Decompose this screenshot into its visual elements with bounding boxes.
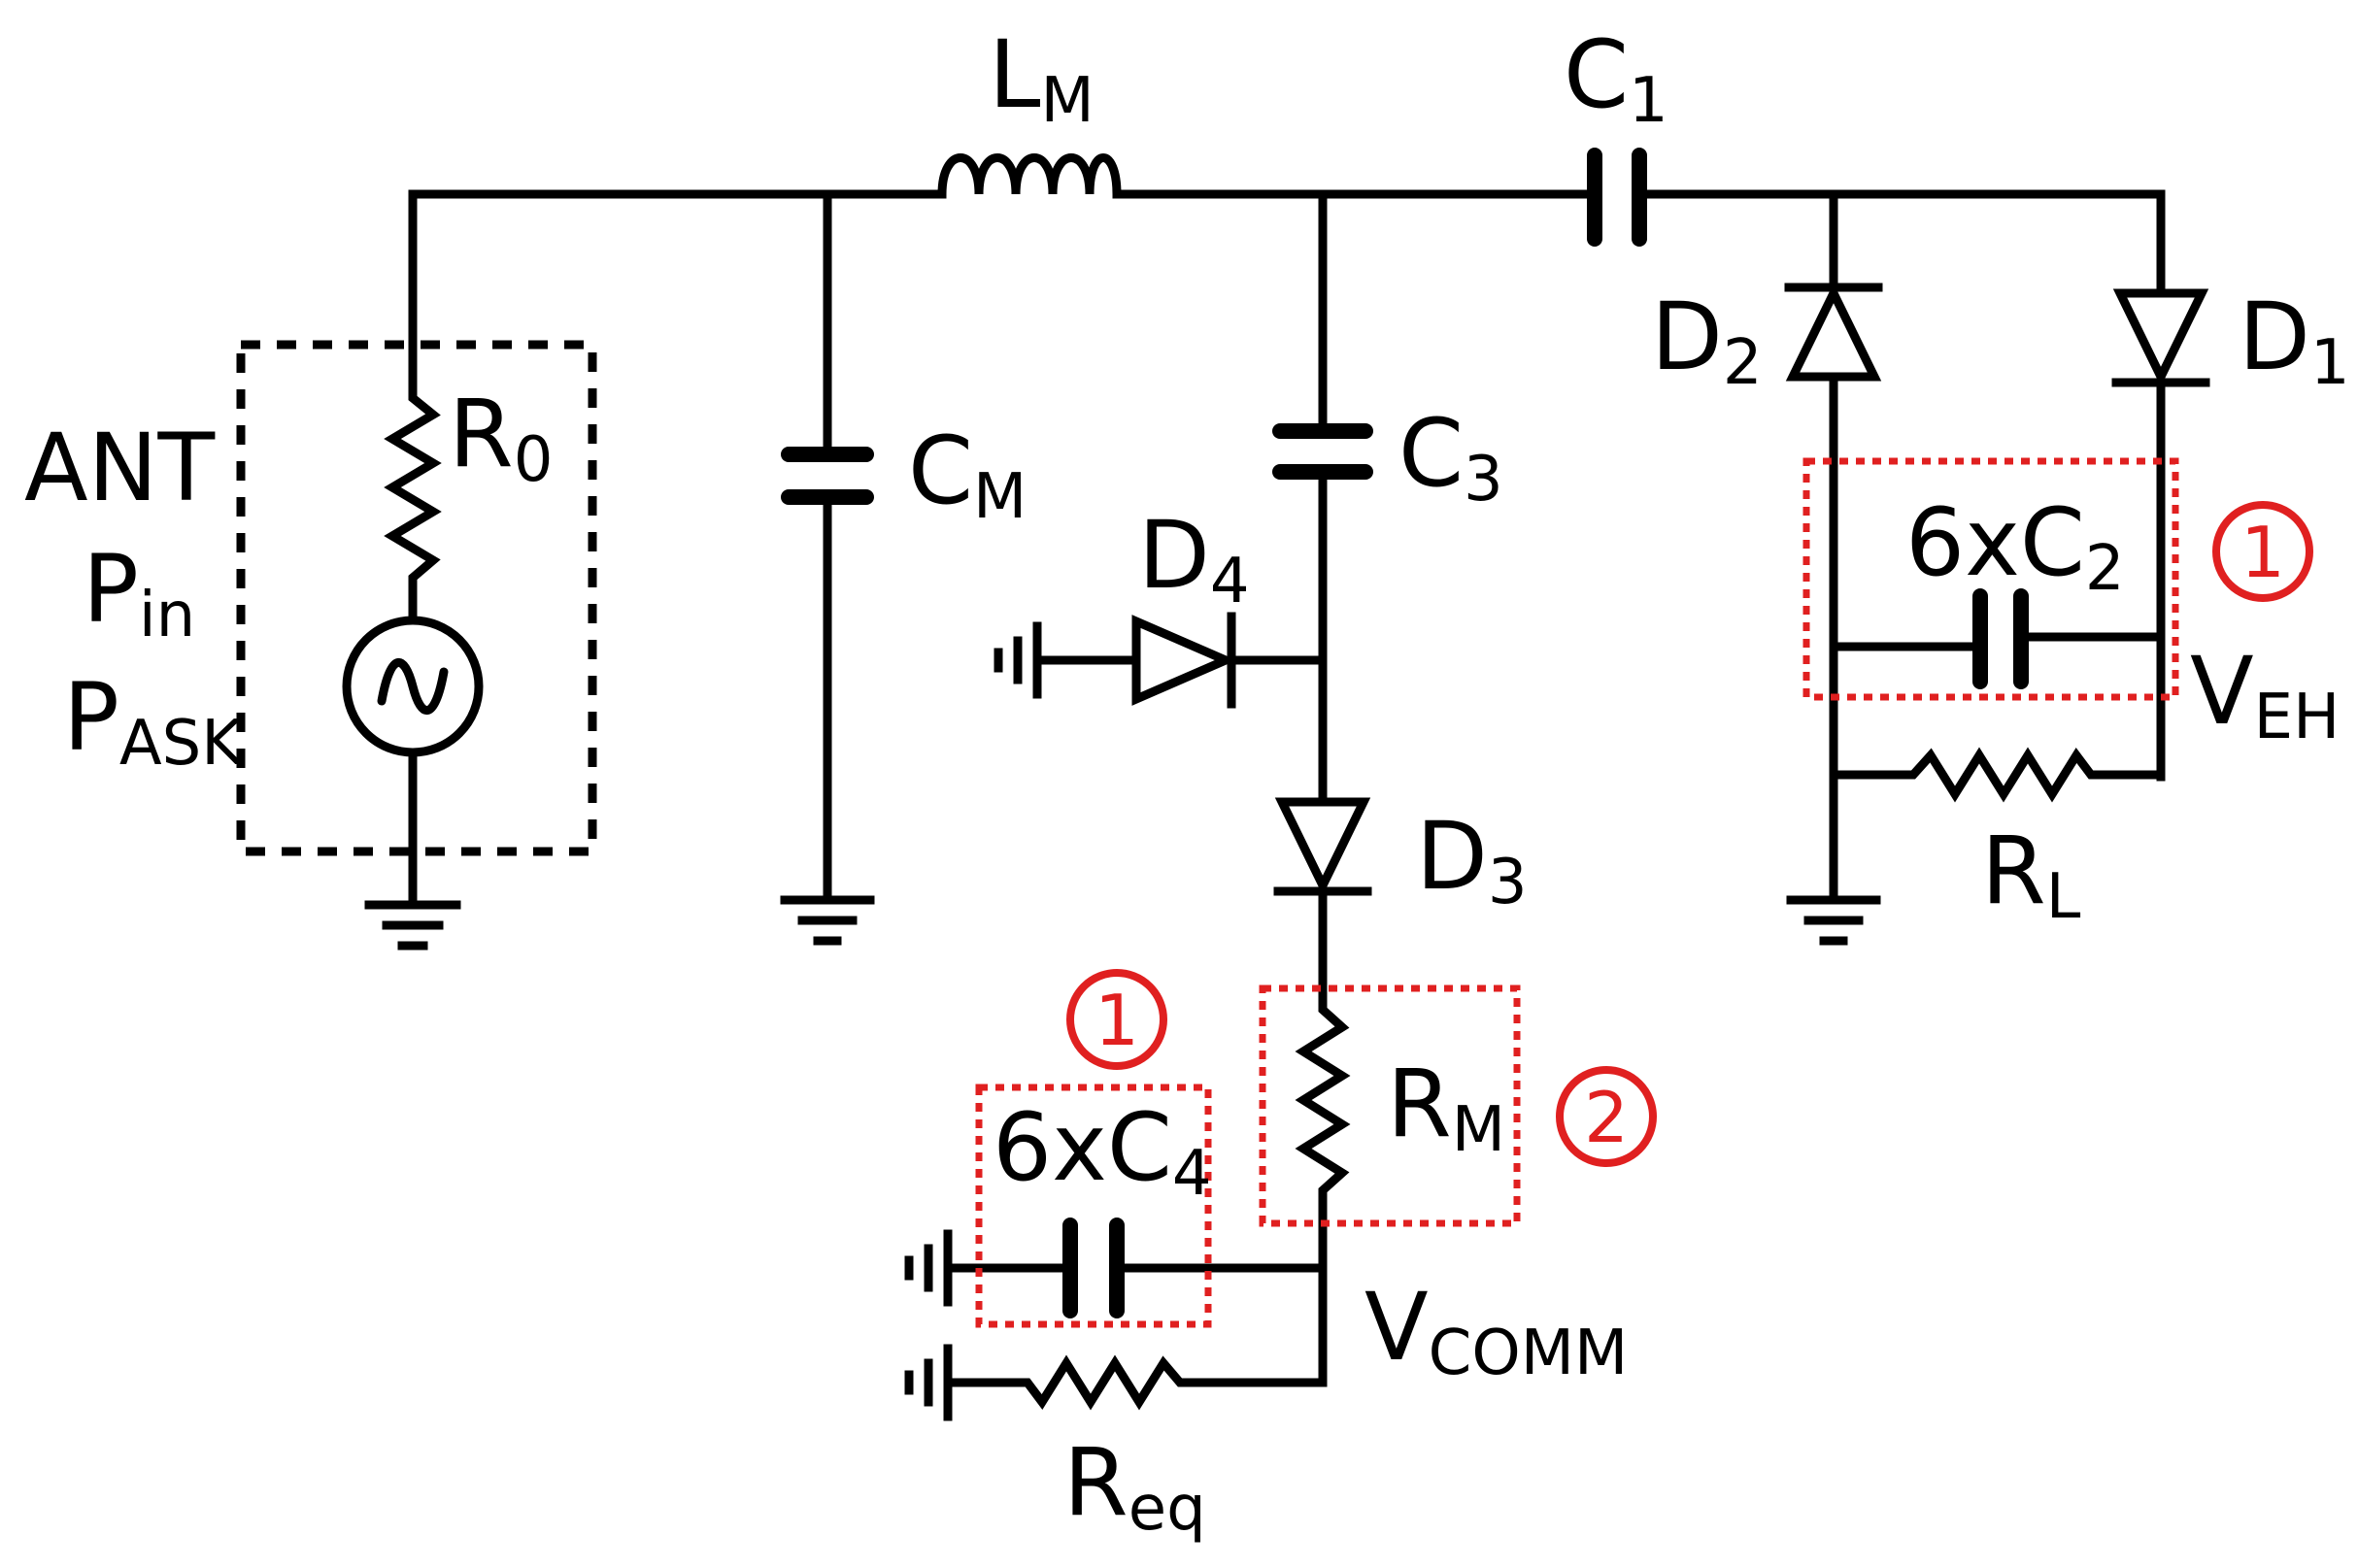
resistor-r0 <box>384 189 442 623</box>
resistor-req <box>945 1354 1328 1411</box>
highlight-box-rm <box>1259 984 1521 1227</box>
marker-one-left: 1 <box>1066 969 1167 1070</box>
label-lm: LM <box>989 20 1095 137</box>
label-vcomm: VCOMM <box>1364 1273 1628 1389</box>
label-d2: D2 <box>1651 283 1763 399</box>
label-r0: R0 <box>449 380 553 496</box>
label-rl: RL <box>1981 817 2081 933</box>
resistor-rm <box>1295 995 1351 1273</box>
label-pin: Pin <box>83 535 195 651</box>
label-c3: C3 <box>1398 399 1503 516</box>
diode-d4 <box>1034 612 1328 709</box>
ground-icon <box>780 895 875 946</box>
label-pask: PASK <box>63 663 244 780</box>
marker-one-top: 1 <box>2212 501 2313 602</box>
label-req: Req <box>1063 1428 1206 1545</box>
svg-text:1: 1 <box>2240 512 2285 593</box>
label-cm: CM <box>908 417 1027 533</box>
label-c2-bank: 6xC2 <box>1905 488 2125 605</box>
svg-text:1: 1 <box>1095 980 1139 1061</box>
label-c1: C1 <box>1564 20 1668 137</box>
highlight-box-c4 <box>975 1084 1212 1328</box>
ac-source-icon <box>342 616 484 757</box>
diode-d3 <box>1273 797 1372 896</box>
label-ant: ANT <box>24 414 215 522</box>
ground-icon <box>904 1229 953 1307</box>
label-d1: D1 <box>2239 283 2350 399</box>
ground-icon <box>994 621 1042 699</box>
marker-two: 2 <box>1556 1066 1657 1167</box>
capacitor-c4 <box>945 1218 1328 1318</box>
inductor-lm <box>937 153 1122 199</box>
diode-d1 <box>2111 288 2210 387</box>
svg-text:2: 2 <box>1584 1077 1629 1158</box>
capacitor-c2 <box>1829 588 2166 689</box>
label-rm: RM <box>1387 1050 1505 1166</box>
highlight-box-c2 <box>1802 457 2179 701</box>
diode-d2 <box>1784 283 1883 382</box>
ground-icon <box>1786 895 1881 946</box>
label-c4-bank: 6xC4 <box>993 1093 1212 1210</box>
ground-icon <box>364 900 461 951</box>
capacitor-cm <box>781 189 874 903</box>
resistor-rl <box>1829 747 2166 803</box>
label-veh: VEH <box>2190 637 2340 753</box>
antenna-model <box>236 189 597 951</box>
label-d3: D3 <box>1416 802 1528 918</box>
ground-icon <box>904 1344 953 1421</box>
label-d4: D4 <box>1138 501 1250 617</box>
